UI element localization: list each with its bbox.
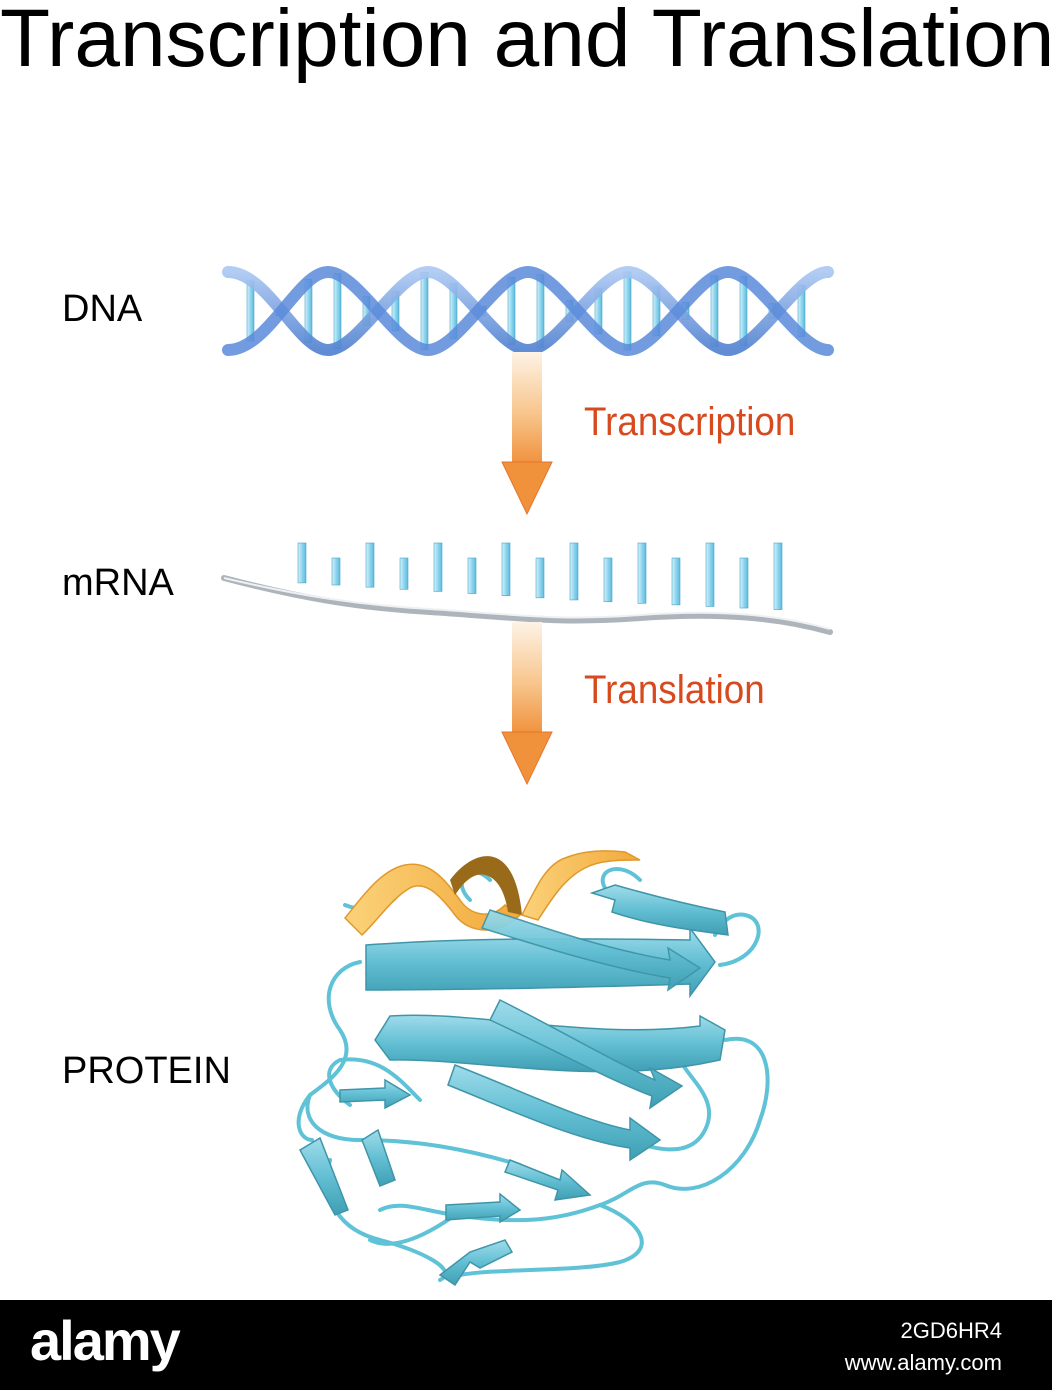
diagram-canvas [221,265,834,1287]
dna-base-pair [623,271,632,351]
image-id: 2GD6HR4 [900,1318,1002,1343]
beta-strand-6 [589,884,729,936]
protein-structure [296,850,770,1287]
dna-strand-b [222,265,834,357]
beta-strand-7 [339,1078,412,1110]
mrna-base [569,542,579,601]
beta-strand-11 [361,1128,396,1187]
alamy-logo: alamy [30,1309,181,1372]
beta-strand-5 [488,998,684,1110]
mrna-base [365,542,375,588]
mrna-base [399,557,409,590]
dna-base-pair [333,273,342,349]
mrna-base [603,557,613,603]
mrna-bases [297,542,783,610]
label-mrna: mRNA [62,562,174,604]
transcription-arrow [501,352,553,516]
translation-arrow [501,622,553,786]
dna-strand-a [222,265,834,357]
beta-strand-10 [299,1136,349,1216]
mrna-strand [221,542,833,635]
site-url: www.alamy.com [844,1350,1002,1375]
dna-base-pair [710,275,719,347]
mrna-base [501,542,511,596]
mrna-backbone [221,575,833,635]
protein-alpha-helix [343,850,641,937]
label-translation: Translation [584,668,765,712]
mrna-base [739,557,749,609]
mrna-base [705,542,715,607]
beta-strand-3 [447,1064,662,1162]
mrna-base [535,557,545,599]
dna-base-pairs [246,271,806,351]
beta-strand-12 [438,1239,514,1287]
mrna-base [671,557,681,606]
beta-strand-4 [480,909,702,992]
dna-base-pair [246,280,255,342]
label-transcription: Transcription [584,400,796,444]
mrna-base [467,557,477,594]
mrna-base [297,542,307,584]
mrna-base [637,542,647,604]
dna-base-pair [420,272,429,350]
mrna-base [773,542,783,610]
beta-strand-8 [503,1159,592,1201]
footer-bar: alamy 2GD6HR4 www.alamy.com [0,1300,1052,1390]
protein-beta-sheets [299,884,729,1287]
label-protein: PROTEIN [62,1050,231,1092]
dna-base-pair [536,274,545,348]
beta-strand-1 [365,925,716,999]
mrna-base [433,542,443,592]
dna-double-helix [222,265,834,357]
diagram-title: Transcription and Translation [0,0,1052,84]
beta-strand-9 [445,1192,522,1224]
mrna-base [331,557,341,586]
label-dna: DNA [62,288,143,330]
